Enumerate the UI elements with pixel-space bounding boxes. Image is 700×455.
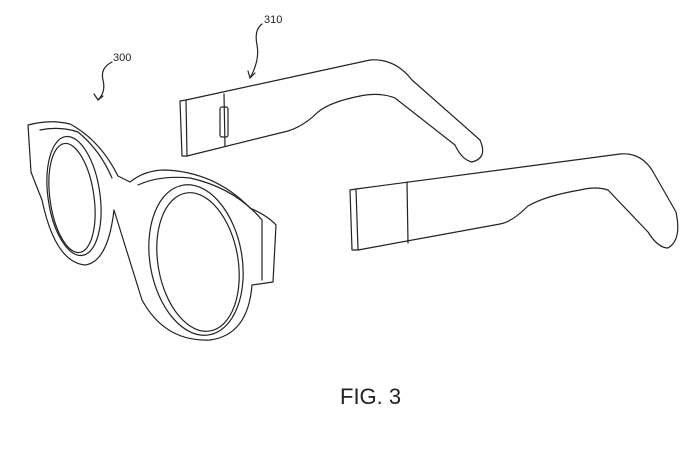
leader-lines — [93, 23, 263, 101]
temple-arm-upper — [179, 59, 484, 163]
temple-arm-lower — [349, 153, 679, 251]
figure-caption: FIG. 3 — [340, 384, 402, 409]
reference-numeral-300: 300 — [113, 52, 132, 64]
glasses-front-frame — [27, 121, 277, 341]
reference-numeral-310: 310 — [264, 14, 283, 26]
